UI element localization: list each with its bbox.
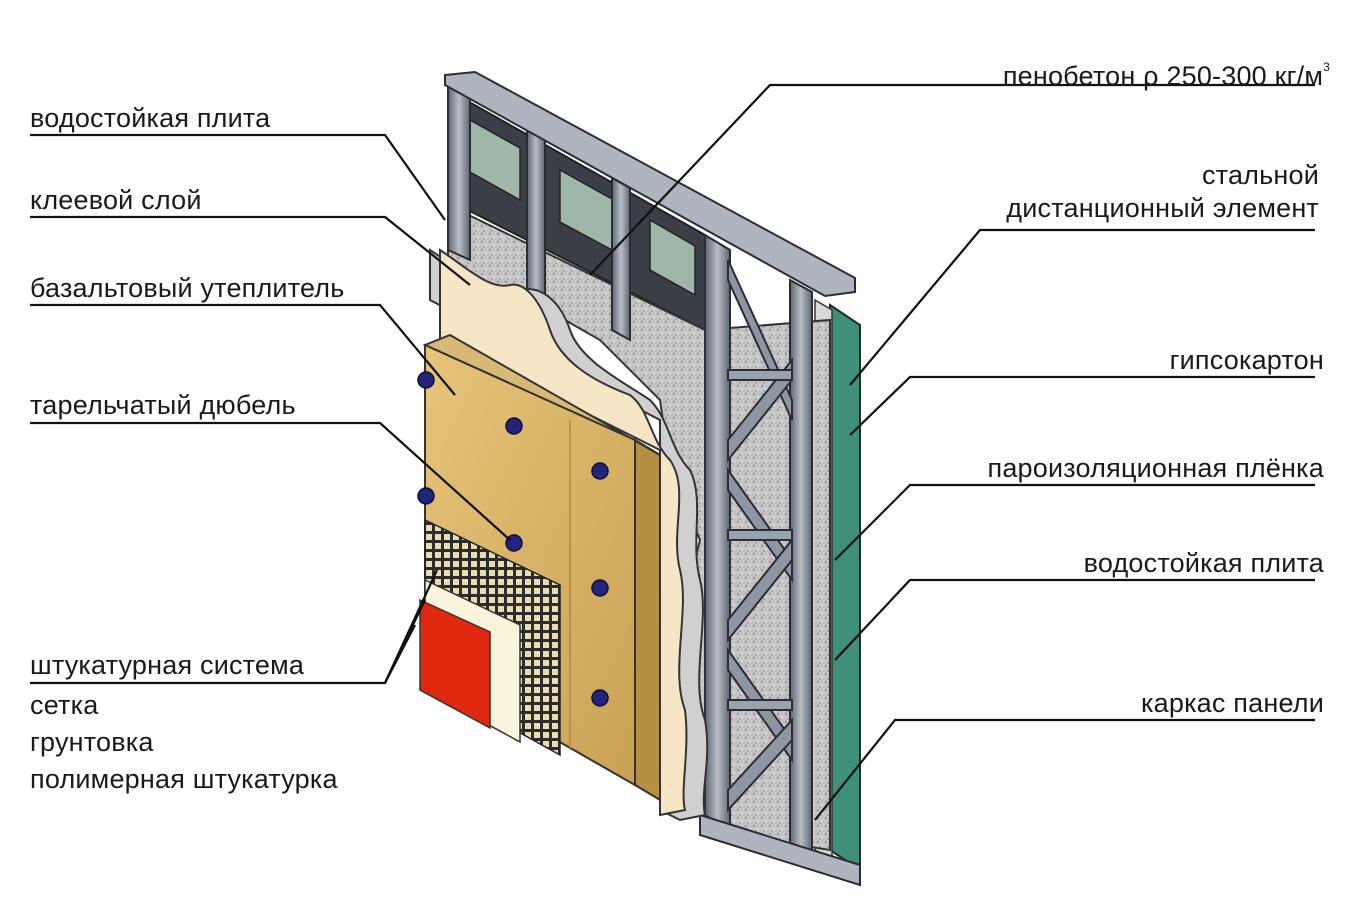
label-plaster-system: штукатурная система	[30, 650, 305, 680]
label-panel-frame: каркас панели	[1141, 688, 1324, 718]
cream-glue-layer	[439, 248, 688, 817]
top-steel-track	[444, 70, 856, 298]
bottom-steel-track	[699, 813, 861, 887]
label-foam-concrete-text: пенобетон ρ 250-300 кг/м	[1002, 61, 1324, 91]
inner-green-board	[829, 303, 861, 872]
label-water-board: водостойкая плита	[30, 103, 271, 133]
leader-lines-left	[30, 133, 511, 685]
label-polymer-plaster: полимерная штукатурка	[30, 764, 338, 794]
label-plate-dowel: тарельчатый дюбель	[30, 390, 296, 420]
label-foam-concrete-unit-sup: 3	[1323, 60, 1330, 74]
label-steel-line1: стальной	[1201, 160, 1319, 190]
dowels	[417, 371, 609, 707]
label-water-board-inner: водостойкая плита	[1083, 548, 1324, 578]
label-primer: грунтовка	[30, 727, 154, 757]
leader-lines-right	[589, 83, 1315, 821]
grey-adhesive-layer	[429, 248, 709, 822]
label-steel-line2: дистанционный элемент	[1006, 193, 1319, 223]
cavity-strip-3	[649, 218, 696, 297]
label-foam-concrete: пенобетон ρ 250-300 кг/м3	[1003, 52, 1330, 91]
label-vapor-film: пароизоляционная плёнка	[987, 453, 1324, 483]
label-mesh: сетка	[30, 690, 99, 720]
label-glue-layer: клеевой слой	[30, 185, 202, 215]
polymer-plaster	[419, 598, 491, 730]
label-basalt-insulation: базальтовый утеплитель	[30, 273, 345, 303]
label-drywall: гипсокартон	[1169, 345, 1324, 375]
basalt-slab-side	[634, 438, 661, 802]
